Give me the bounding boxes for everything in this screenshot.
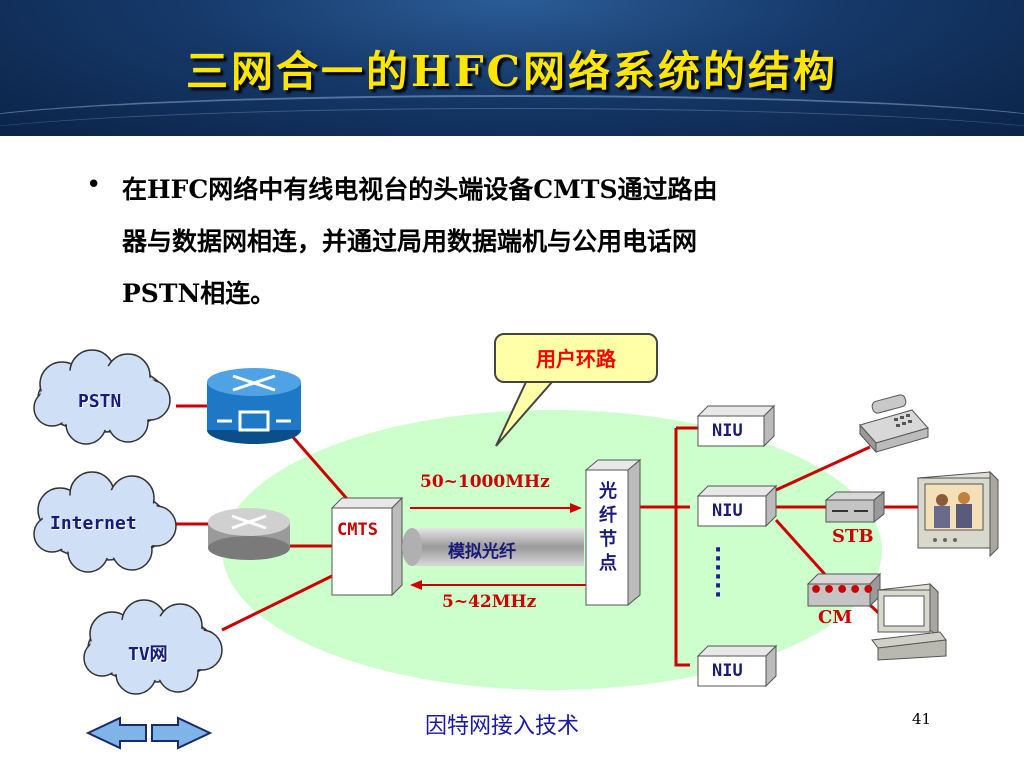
niu-box-1 [696, 404, 776, 448]
telephone-switch-icon [207, 368, 301, 444]
stb-icon [824, 490, 886, 524]
bus-niu [674, 428, 690, 667]
pstn-cloud [33, 349, 171, 445]
niu-label-1: NIU [712, 421, 743, 441]
niu-box-3 [696, 644, 778, 688]
next-arrow-shape [151, 716, 213, 750]
cm-label: CM [818, 607, 853, 628]
telephone-icon [859, 394, 929, 454]
analog-fiber-label: 模拟光纤 [448, 542, 516, 562]
computer-icon [871, 582, 947, 661]
callout-tail [495, 381, 555, 447]
fiber-node-label: 光 纤 节 点 [588, 480, 628, 576]
tv-set-icon [916, 470, 1000, 558]
link-tv-cmts [221, 574, 333, 632]
fiber-node-char-4: 点 [599, 553, 617, 574]
downstream-label: 50~1000MHz [420, 472, 550, 492]
slide-title: 三网合一的HFC网络系统的结构 [186, 47, 838, 96]
upstream-label: 5~42MHz [442, 592, 537, 612]
banner-streak-2 [0, 108, 1024, 136]
fiber-node-box [584, 458, 642, 607]
pstn-label: PSTN [78, 391, 122, 412]
upstream-arrow [410, 580, 586, 590]
title-banner [0, 0, 1024, 136]
user-loop-callout [494, 333, 658, 383]
banner-streak [0, 95, 1024, 136]
tv-network-cloud [83, 599, 223, 695]
niu-label-3: NIU [712, 661, 743, 681]
router-icon [208, 508, 290, 560]
niu-box-2 [696, 484, 778, 528]
bullet-line-3: PSTN相连。 [122, 279, 276, 308]
fiber-node-char-2: 纤 [599, 505, 617, 526]
internet-label: Internet [50, 513, 137, 534]
bullet-dot: • [86, 170, 102, 200]
cmts-label: CMTS [337, 520, 378, 540]
niu-label-2: NIU [712, 501, 743, 521]
bullet-paragraph: 在HFC网络中有线电视台的头端设备CMTS通过路由 器与数据网相连，并通过局用数… [122, 164, 922, 320]
prev-slide-button[interactable] [86, 716, 148, 750]
bullet-line-2: 器与数据网相连，并通过局用数据端机与公用电话网 [122, 227, 698, 256]
link-niu2-cm [774, 518, 832, 582]
page-number: 41 [912, 710, 932, 728]
fiber-node-char-1: 光 [599, 481, 617, 502]
cmts-box [330, 496, 404, 597]
internet-cloud [33, 471, 177, 573]
fiber-node-char-3: 节 [599, 529, 617, 550]
cm-dots: ••••• [809, 578, 875, 603]
link-niu2-phone [775, 445, 871, 492]
next-slide-button[interactable] [150, 716, 212, 750]
downstream-arrow [410, 503, 582, 513]
link-switch-cmts [283, 427, 350, 501]
more-niu-dots: ······ [713, 538, 723, 608]
analog-fiber-tube [402, 528, 584, 566]
user-loop-label: 用户环路 [536, 347, 616, 371]
prev-arrow-shape [85, 716, 147, 750]
tv-network-label: TV网 [128, 644, 168, 665]
bullet-line-1: 在HFC网络中有线电视台的头端设备CMTS通过路由 [122, 175, 718, 204]
stb-label: STB [832, 526, 874, 547]
footer-title: 因特网接入技术 [424, 714, 579, 739]
